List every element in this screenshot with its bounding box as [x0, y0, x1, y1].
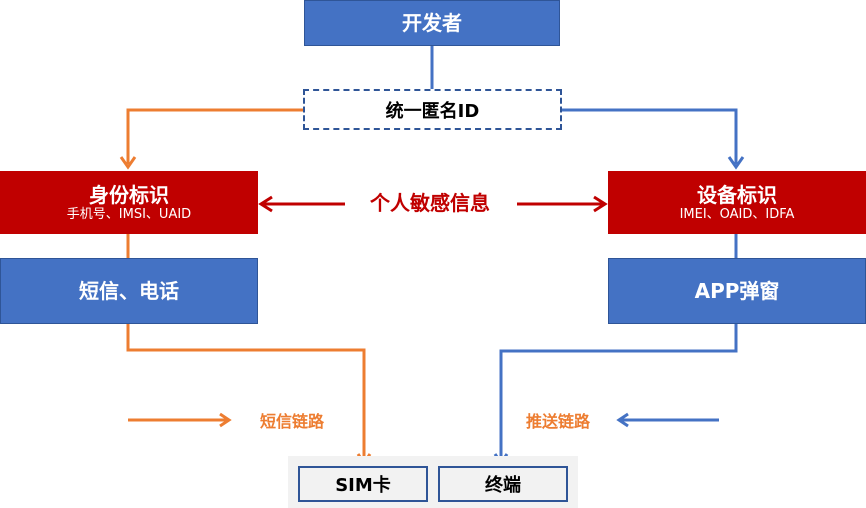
uid-to-identity-line	[126, 108, 303, 164]
identity-box: 身份标识 手机号、IMSI、UAID	[0, 171, 258, 234]
unified-id-box: 统一匿名ID	[303, 89, 562, 130]
sensitive-right-arrowhead	[593, 195, 608, 213]
identity-subtitle: 手机号、IMSI、UAID	[66, 206, 192, 222]
push-link-label: 推送链路	[526, 412, 591, 431]
terminal-device-label: 终端	[485, 475, 521, 496]
app-popup-box: APP弹窗	[608, 258, 866, 324]
uid-to-device-line	[562, 108, 738, 164]
device-id-box: 设备标识 IMEI、OAID、IDFA	[608, 171, 866, 234]
uid-to-device-arrowhead	[727, 156, 745, 170]
sensitive-info-label: 个人敏感信息	[370, 191, 490, 215]
identity-title: 身份标识	[89, 182, 169, 207]
sms-link-legend-arrowhead	[219, 412, 232, 428]
sensitive-left-arrowhead	[258, 195, 273, 213]
sms-link-label: 短信链路	[260, 412, 325, 431]
terminal-device-box: 终端	[438, 466, 568, 502]
sms-call-label: 短信、电话	[79, 279, 179, 303]
app-to-terminal-line	[499, 324, 738, 460]
app-popup-label: APP弹窗	[694, 279, 780, 303]
device-id-title: 设备标识	[697, 182, 777, 207]
push-link-legend-arrowhead	[616, 412, 629, 428]
developer-label: 开发者	[402, 11, 462, 35]
sms-to-sim-line	[126, 324, 366, 460]
sim-card-box: SIM卡	[298, 466, 428, 502]
developer-box: 开发者	[304, 0, 560, 46]
sms-call-box: 短信、电话	[0, 258, 258, 324]
sim-card-label: SIM卡	[335, 475, 391, 496]
device-id-subtitle: IMEI、OAID、IDFA	[679, 206, 795, 222]
unified-id-label: 统一匿名ID	[385, 100, 480, 122]
uid-to-identity-arrowhead	[119, 156, 137, 170]
